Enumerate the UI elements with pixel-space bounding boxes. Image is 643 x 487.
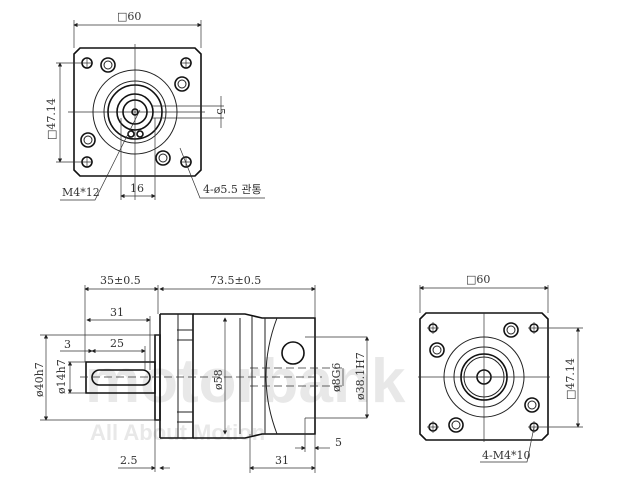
side-view: 35±0.5 73.5±0.5 31 3 25 ø40h7 ø14h7 ø58 … xyxy=(33,274,370,473)
top-key-width-dim: 5 xyxy=(214,108,227,115)
top-through-holes-label: 4-ø5.5 관통 xyxy=(203,183,262,196)
top-shaft-thread-label: M4*12 xyxy=(62,186,100,199)
side-flange-step-dim: 2.5 xyxy=(120,454,138,467)
side-pilot-depth-dim: 5 xyxy=(335,436,342,449)
rear-view: □60 □47.14 4-M4*10 xyxy=(418,273,583,463)
rear-threaded-holes-label: 4-M4*10 xyxy=(482,449,530,462)
top-bolt-pitch-dim: □47.14 xyxy=(45,98,58,140)
rear-bolt-pitch-dim: □47.14 xyxy=(564,358,577,400)
side-key-length-dim: 25 xyxy=(110,337,124,350)
counterbore-icon xyxy=(80,57,190,166)
through-hole-icon xyxy=(81,57,192,168)
side-input-pilot-dim: ø38.1H7 xyxy=(354,352,367,400)
top-hub-width-dim: 16 xyxy=(130,182,144,195)
side-key-offset-dim: 3 xyxy=(64,338,71,351)
side-input-length-dim: 31 xyxy=(275,454,289,467)
side-pilot-diameter-dim: ø40h7 xyxy=(33,362,46,397)
rear-square-dim: □60 xyxy=(466,273,490,286)
watermark-brand: motorbank xyxy=(85,347,406,416)
side-body-length-dim: 73.5±0.5 xyxy=(210,274,261,287)
side-key-total-dim: 31 xyxy=(110,306,124,319)
counterbore-icon xyxy=(429,322,540,433)
side-shaft-diameter-dim: ø14h7 xyxy=(55,359,68,394)
side-shaft-length-dim: 35±0.5 xyxy=(100,274,141,287)
top-square-dim: □60 xyxy=(117,10,141,23)
top-front-view: □60 □47.14 5 16 M4*12 4-ø5.5 관통 xyxy=(45,10,265,201)
side-body-diameter-dim: ø58 xyxy=(212,369,225,390)
side-input-bore-dim: ø8G6 xyxy=(330,363,343,392)
